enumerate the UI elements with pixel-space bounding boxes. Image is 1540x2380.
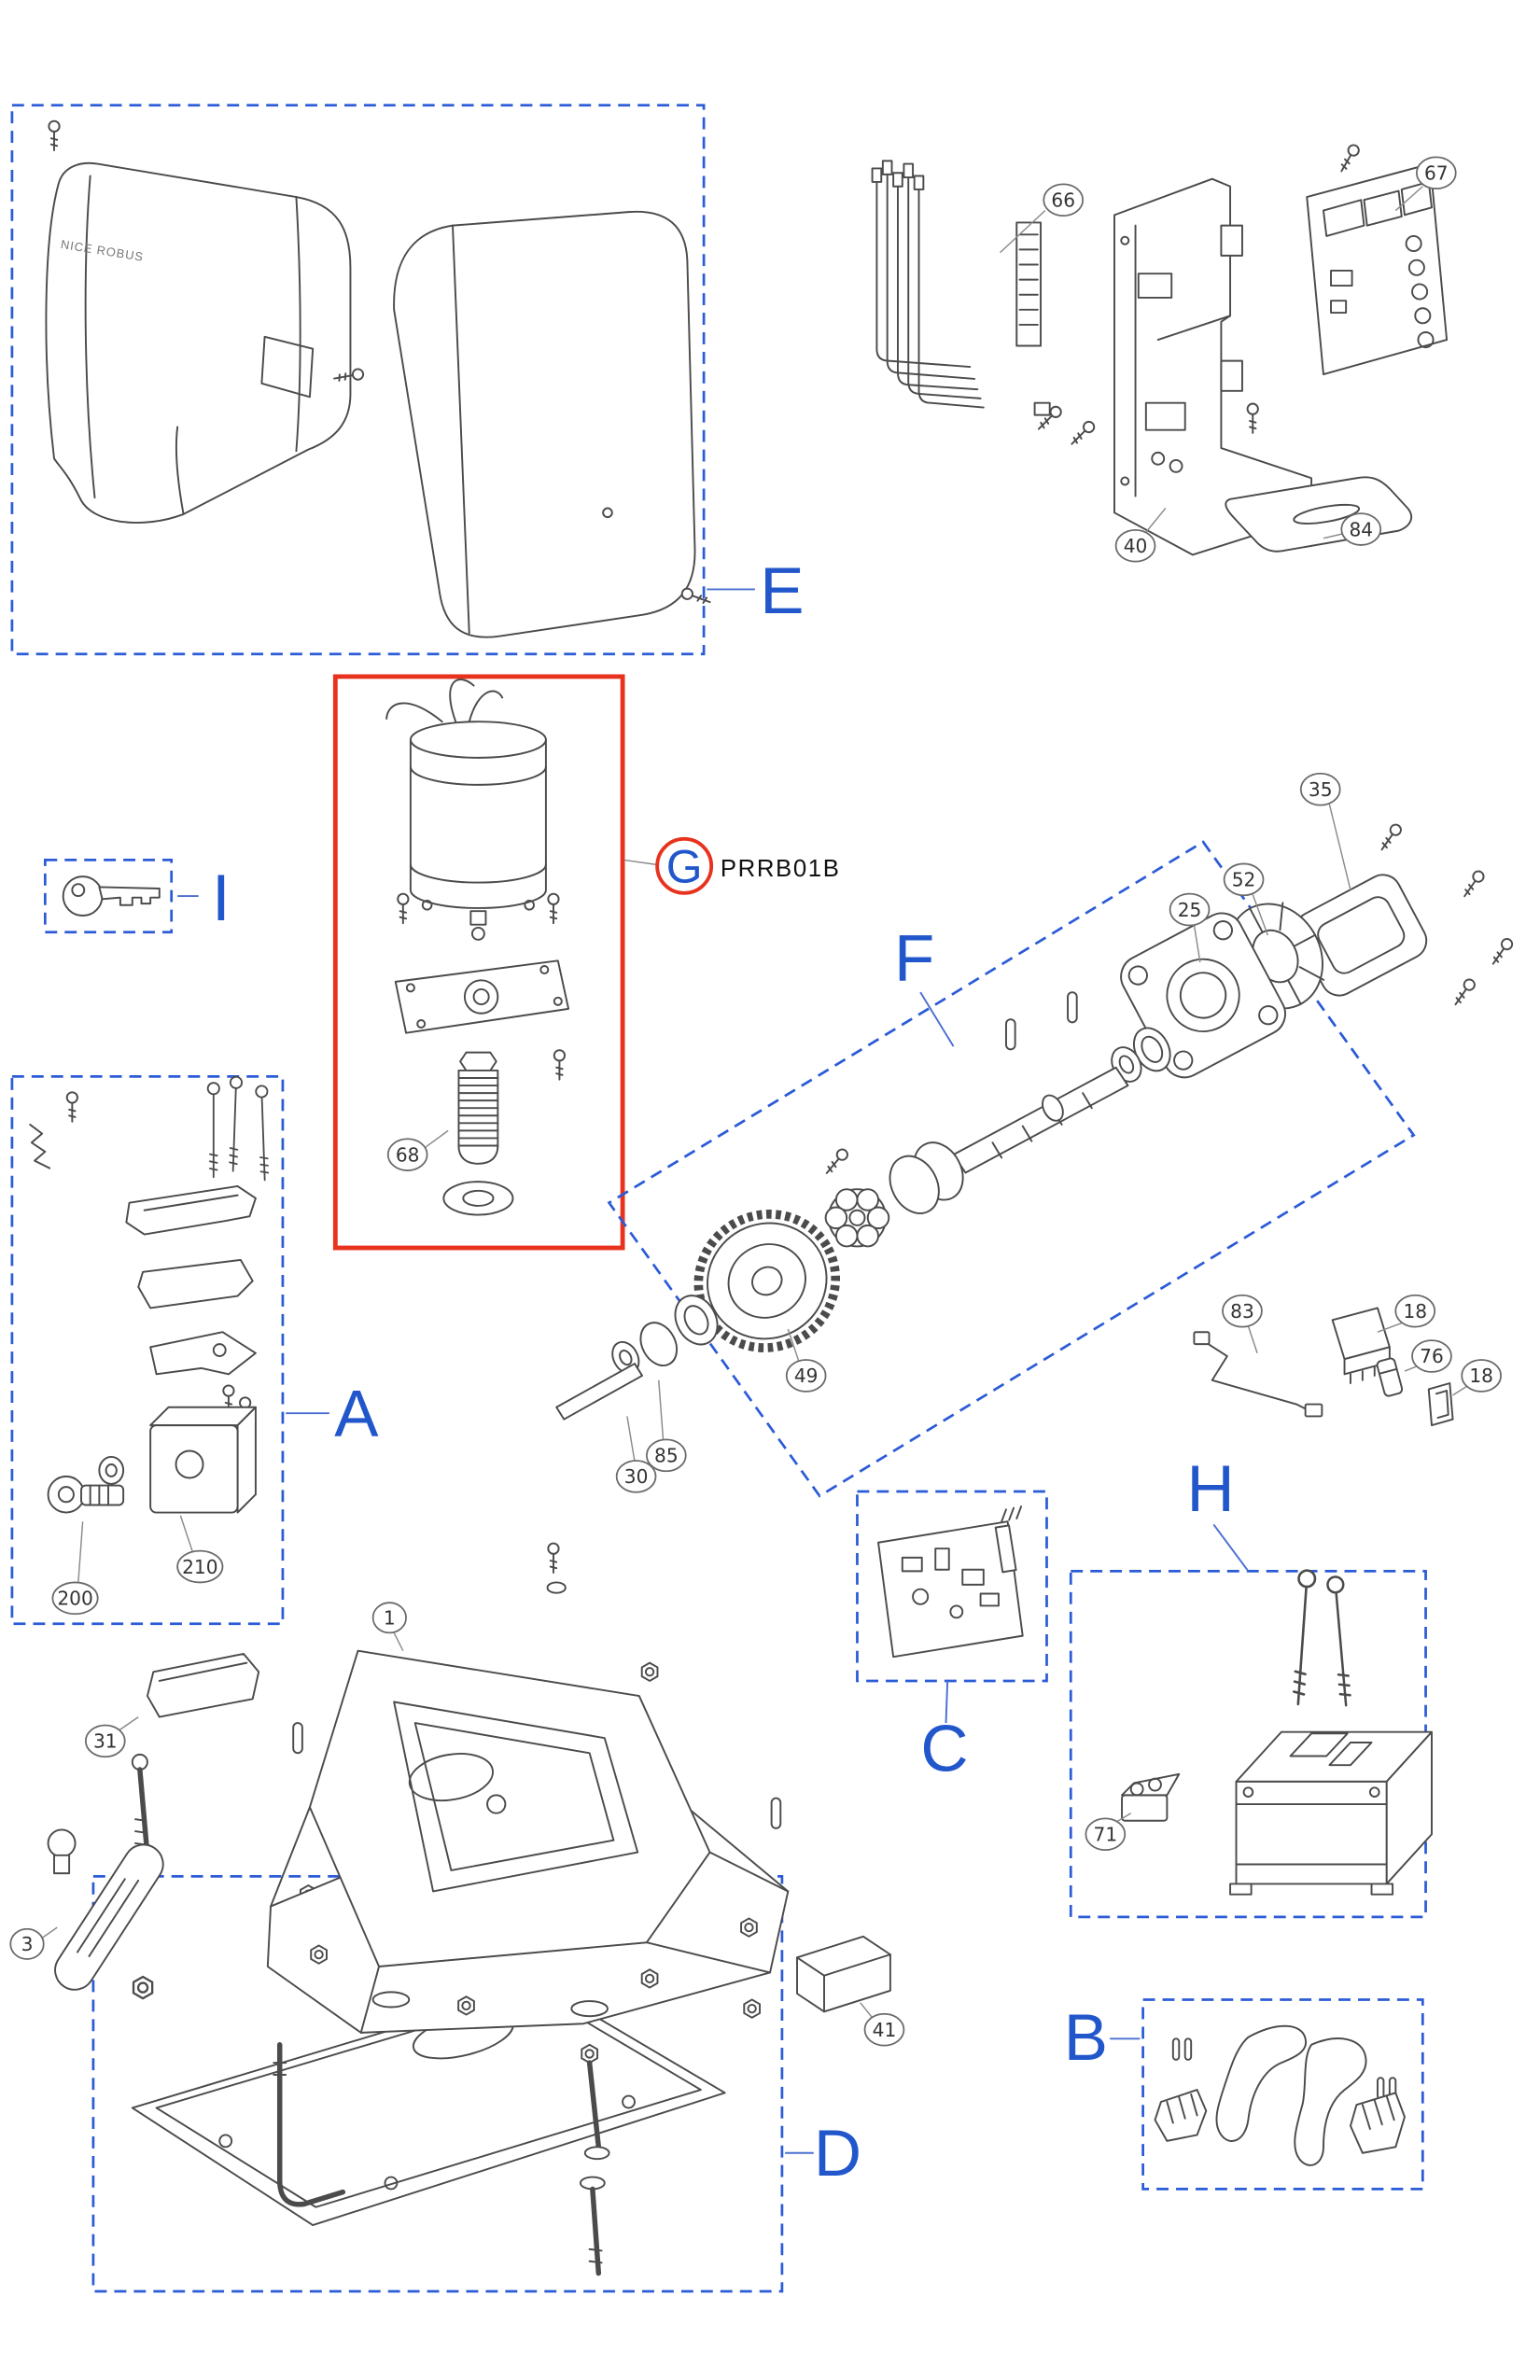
assembly-limit-switch-parts [1193, 1307, 1454, 1427]
callout-200: 200 [51, 1521, 99, 1616]
part-number: 31 [93, 1730, 118, 1753]
callout-35: 35 [1299, 772, 1351, 890]
callout-84: 84 [1323, 512, 1382, 546]
part-number: 25 [1178, 899, 1202, 921]
section-label-a: A [286, 1377, 379, 1450]
part-number: 200 [57, 1588, 92, 1610]
assembly-b-brackets [1141, 1998, 1424, 2191]
assembly-f-geartrain [555, 821, 1516, 1498]
section-label-i: I [177, 861, 231, 935]
callout-30: 30 [615, 1416, 657, 1493]
callout-68: 68 [386, 1129, 449, 1171]
section-label-c: C [920, 1680, 969, 1786]
section-label-b: B [1064, 2001, 1141, 2075]
section-label-g: G PRRB01B [623, 836, 841, 895]
callout-210: 210 [176, 1515, 224, 1584]
g-highlight-circle [655, 836, 714, 895]
part-number: 83 [1230, 1300, 1254, 1323]
group-box-i [43, 859, 174, 934]
callout-67: 67 [1394, 156, 1457, 212]
callout-85: 85 [645, 1379, 687, 1473]
callout-76: 76 [1404, 1339, 1452, 1373]
label-g: G [666, 841, 703, 893]
part-number: 49 [794, 1365, 819, 1387]
section-label-d: D [785, 2117, 861, 2191]
label-a: A [334, 1377, 379, 1450]
label-f: F [894, 921, 934, 995]
callout-71: 71 [1085, 1813, 1132, 1852]
callout-49: 49 [785, 1328, 827, 1393]
callout-31: 31 [84, 1716, 139, 1758]
group-box-b [1141, 1998, 1424, 2191]
assembly-a-release [10, 1075, 285, 1626]
label-c: C [920, 1713, 968, 1786]
callout-40: 40 [1114, 508, 1167, 563]
assembly-h-transformer [1069, 1568, 1433, 1919]
label-e: E [760, 554, 804, 628]
part-number: 68 [396, 1143, 420, 1166]
part-number: 18 [1469, 1365, 1493, 1387]
section-label-e: E [707, 554, 805, 628]
part-number: 30 [624, 1465, 649, 1488]
assembly-control-unit [871, 142, 1449, 556]
cover-stop-41 [796, 1935, 891, 2013]
part-number: 41 [873, 2019, 897, 2041]
part-number: 1 [384, 1607, 396, 1630]
callout-52: 52 [1223, 862, 1269, 936]
part-number: 35 [1309, 778, 1333, 801]
part-number: 67 [1424, 162, 1449, 185]
label-h: H [1187, 1452, 1235, 1526]
callout-18b: 18 [1452, 1359, 1502, 1396]
part-number: 71 [1094, 1824, 1118, 1846]
part-number: 66 [1051, 189, 1075, 211]
assembly-g-motor [332, 674, 625, 1251]
group-box-e [10, 104, 706, 656]
callout-25: 25 [1169, 892, 1211, 963]
assembly-base-casting [47, 1542, 891, 2034]
callout-18a: 18 [1377, 1294, 1436, 1333]
label-i: I [212, 861, 231, 935]
group-box-f [607, 840, 1416, 1498]
callout-1: 1 [371, 1602, 407, 1652]
release-handle-3 [47, 1828, 164, 1991]
callout-3: 3 [9, 1926, 58, 1960]
terminal-block-71 [1121, 1772, 1181, 1822]
part-number: 76 [1420, 1345, 1444, 1367]
assembly-e-covers: NICE ROBUS [10, 104, 713, 656]
main-gear-49 [693, 1210, 841, 1352]
part-number: 210 [182, 1556, 217, 1578]
label-b: B [1064, 2001, 1108, 2075]
section-label-f: F [894, 921, 955, 1047]
part-number: 3 [21, 1933, 34, 1955]
callout-41: 41 [860, 2002, 905, 2047]
part-number: 52 [1232, 869, 1256, 891]
callout-66: 66 [1000, 183, 1085, 254]
part-number: 18 [1403, 1300, 1427, 1323]
highlight-box-g [332, 674, 625, 1251]
end-cap-35 [1295, 874, 1428, 997]
part-number: 84 [1349, 518, 1373, 540]
model-code: PRRB01B [721, 856, 841, 882]
assembly-i-key [43, 859, 174, 934]
group-box-c [856, 1490, 1048, 1683]
callout-83: 83 [1222, 1294, 1263, 1354]
section-label-h: H [1187, 1452, 1250, 1572]
assembly-c-board [856, 1490, 1048, 1683]
part-number: 85 [654, 1445, 679, 1467]
label-d: D [814, 2117, 861, 2191]
coupling-star [824, 1188, 890, 1248]
part-number: 40 [1124, 535, 1148, 557]
